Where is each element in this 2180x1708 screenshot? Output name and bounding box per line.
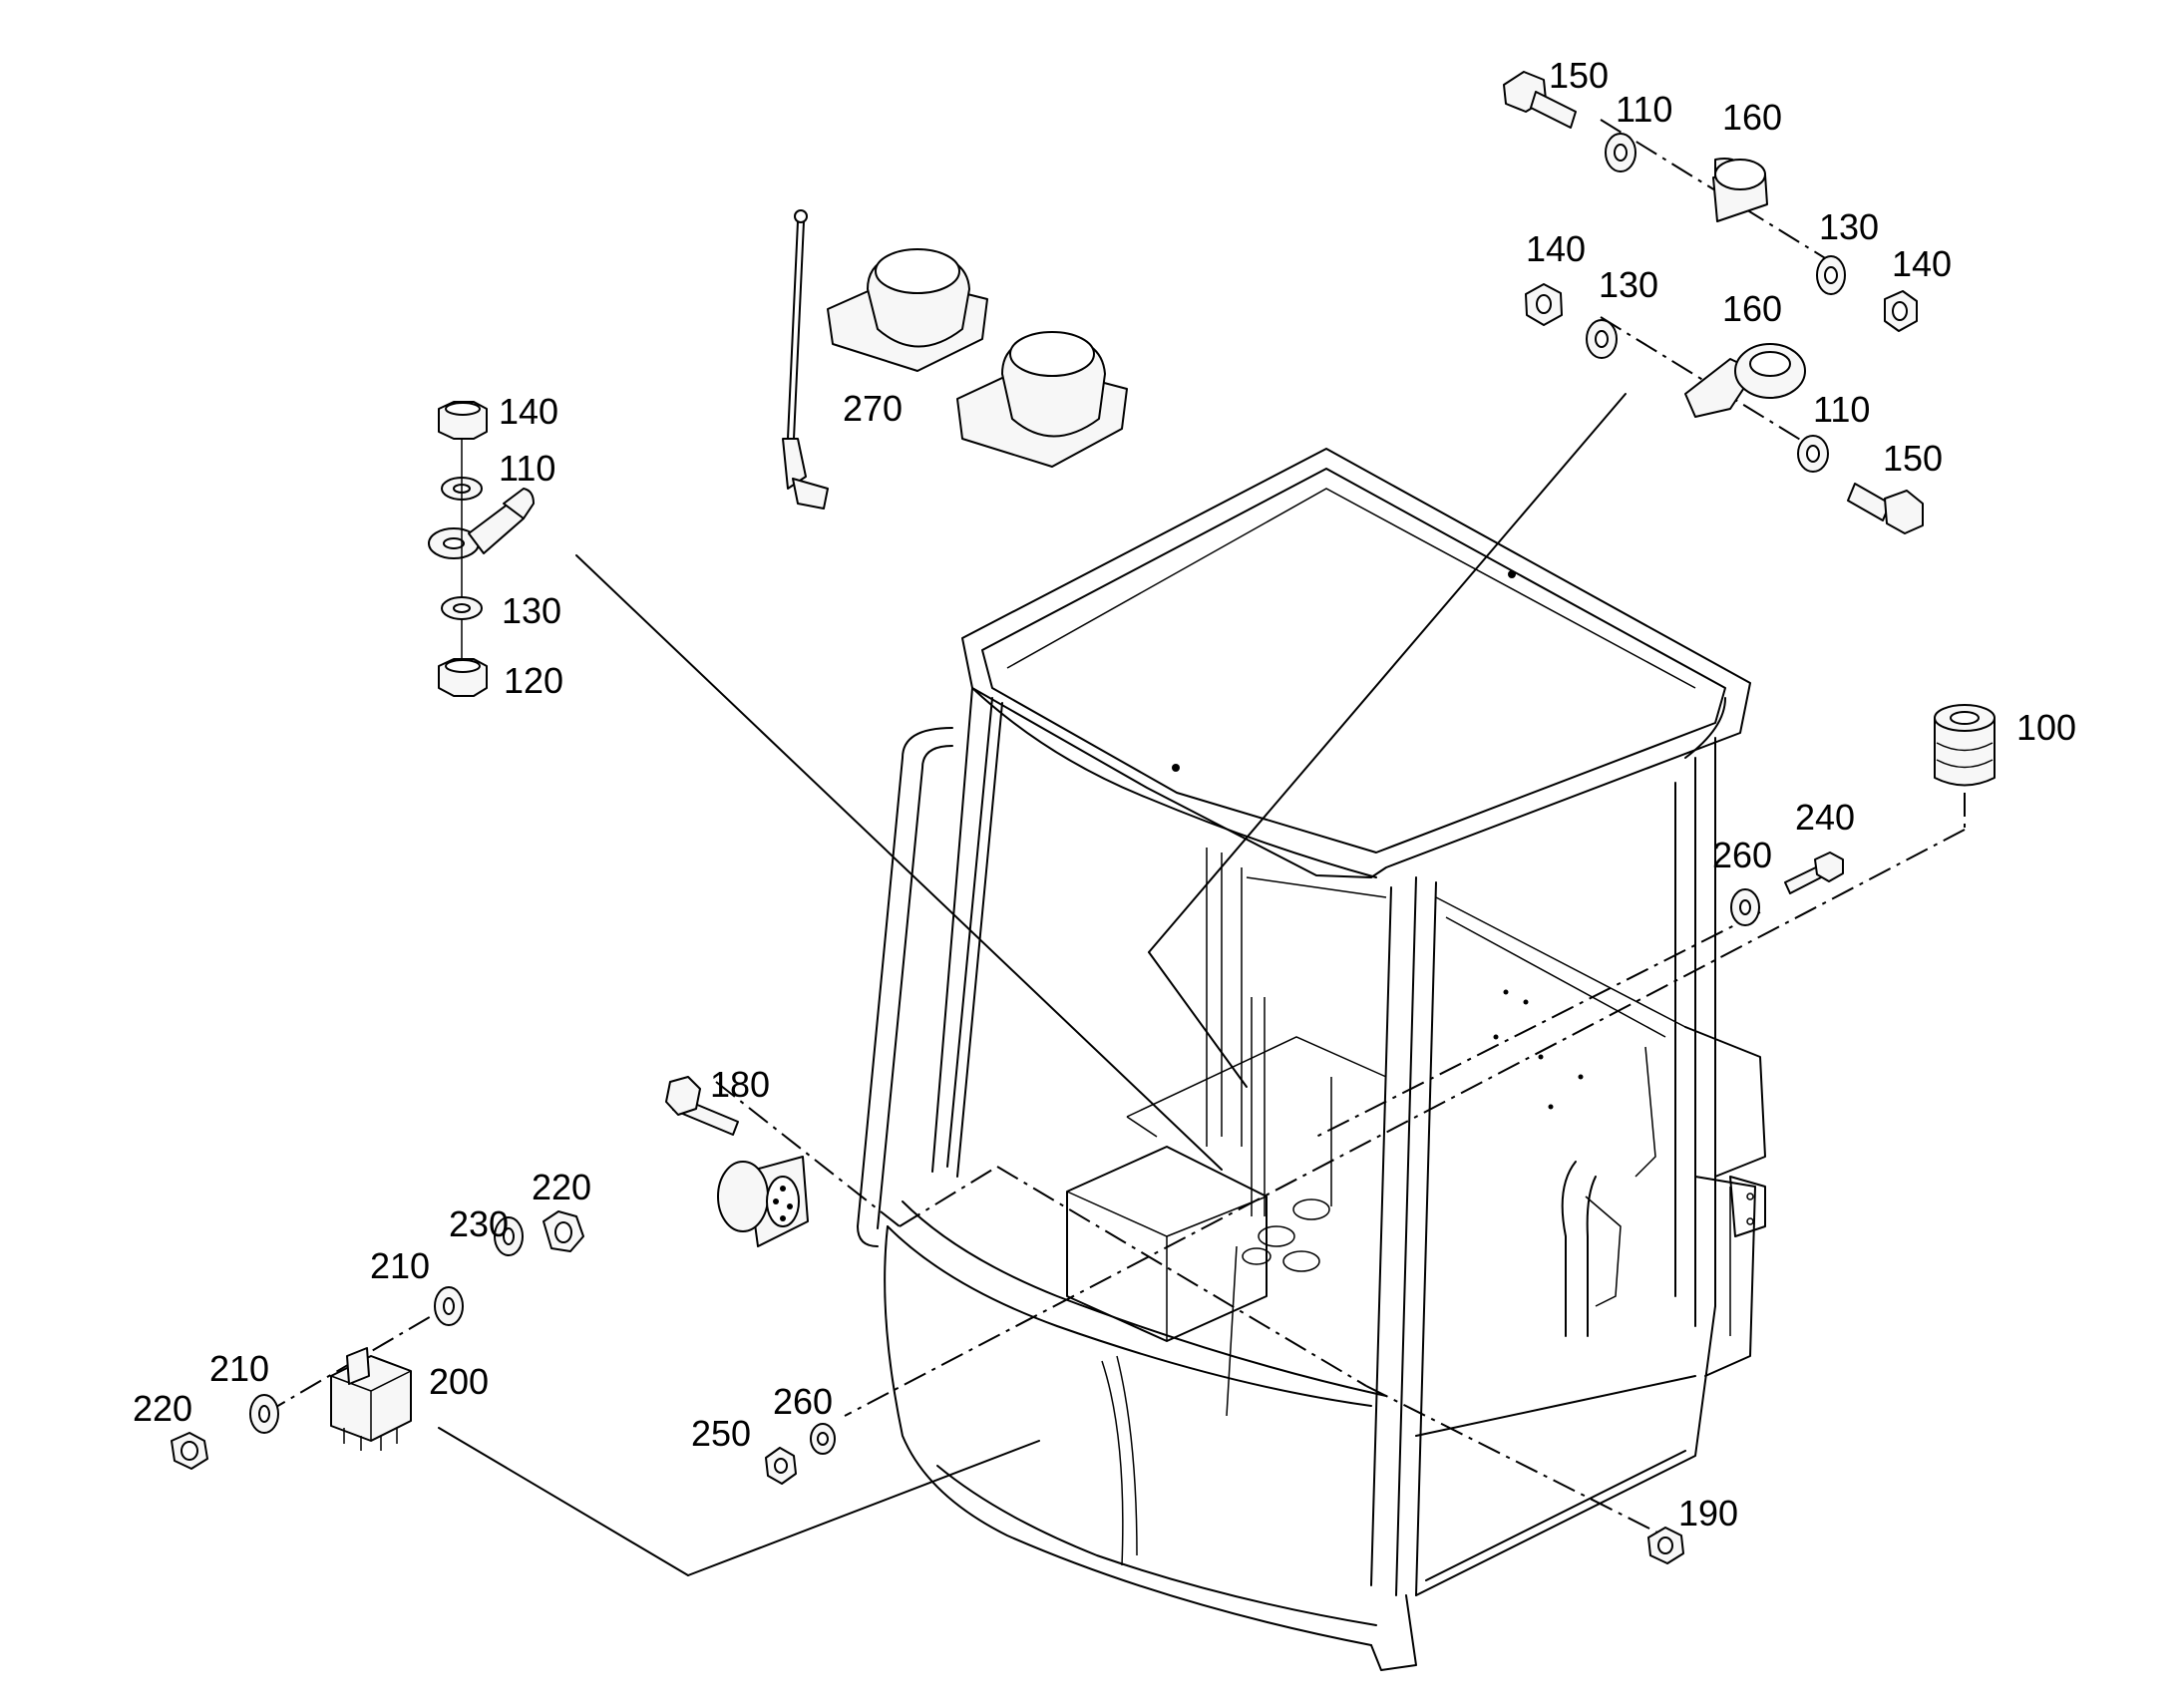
washer-130-mid: [1586, 319, 1618, 359]
part-label: 160: [1722, 288, 1782, 329]
washer-130-left: [441, 596, 483, 620]
nut-190: [1647, 1527, 1684, 1564]
washer-110-mid: [1797, 435, 1829, 473]
washer-210-lower: [249, 1394, 279, 1434]
speaker-270-b: [956, 331, 1128, 468]
bolt-180: [665, 1076, 739, 1136]
part-label: 270: [843, 388, 903, 429]
nut-140-top: [1884, 290, 1918, 332]
part-label: 250: [691, 1413, 751, 1454]
part-label: 140: [1892, 243, 1952, 284]
part-label: 230: [449, 1203, 509, 1244]
part-label: 260: [1712, 835, 1772, 875]
nut-220-upper: [543, 1210, 584, 1252]
nut-220-lower: [171, 1432, 208, 1470]
washer-260-lower: [810, 1423, 836, 1455]
part-label: 200: [429, 1361, 489, 1402]
rubber-mount-100: [1934, 704, 1996, 787]
washer-230: [494, 1216, 524, 1256]
part-label: 150: [1549, 55, 1609, 96]
part-label: 100: [2016, 707, 2076, 748]
nut-140-left: [438, 401, 488, 440]
connector-socket: [717, 1156, 809, 1247]
part-label: 130: [502, 590, 561, 631]
washer-260-right: [1730, 888, 1760, 926]
bolt-150-mid: [1847, 483, 1924, 534]
part-label: 220: [532, 1167, 591, 1207]
clamp-160-mid: [1684, 343, 1806, 418]
bolt-150-top: [1503, 71, 1577, 129]
clamp-160-top: [1712, 158, 1768, 222]
nut-250: [765, 1447, 797, 1485]
relay-200: [330, 1347, 412, 1451]
part-label: 160: [1722, 97, 1782, 138]
part-label: 120: [504, 660, 563, 701]
washer-210-upper: [434, 1286, 464, 1326]
part-label: 180: [710, 1064, 770, 1105]
part-label: 260: [773, 1381, 833, 1422]
nut-140-mid: [1525, 283, 1563, 326]
part-label: 210: [209, 1348, 269, 1389]
washer-130-top: [1816, 255, 1846, 295]
part-label: 140: [1526, 228, 1586, 269]
part-label: 130: [1819, 206, 1879, 247]
nut-120-left: [438, 658, 488, 697]
assembly-axis-lines: [263, 119, 1966, 1537]
bolt-240: [1784, 852, 1844, 894]
part-number-labels: 150 110 160 130 140 140 130 160 110 150 …: [133, 55, 2076, 1534]
part-label: 140: [499, 391, 558, 432]
cab-body: [857, 448, 1766, 1671]
cable-lug: [428, 488, 535, 559]
part-label: 190: [1678, 1493, 1738, 1534]
part-label: 240: [1795, 797, 1855, 838]
part-label: 150: [1883, 438, 1943, 479]
part-label: 130: [1599, 264, 1658, 305]
leader-lines: [438, 393, 1627, 1576]
part-label: 110: [499, 448, 555, 489]
washer-110-top: [1605, 133, 1636, 172]
part-label: 110: [1813, 389, 1870, 430]
part-label: 210: [370, 1245, 430, 1286]
part-label: 110: [1616, 89, 1672, 130]
part-label: 220: [133, 1388, 192, 1429]
antenna: [782, 209, 829, 510]
speaker-270-a: [827, 248, 988, 372]
